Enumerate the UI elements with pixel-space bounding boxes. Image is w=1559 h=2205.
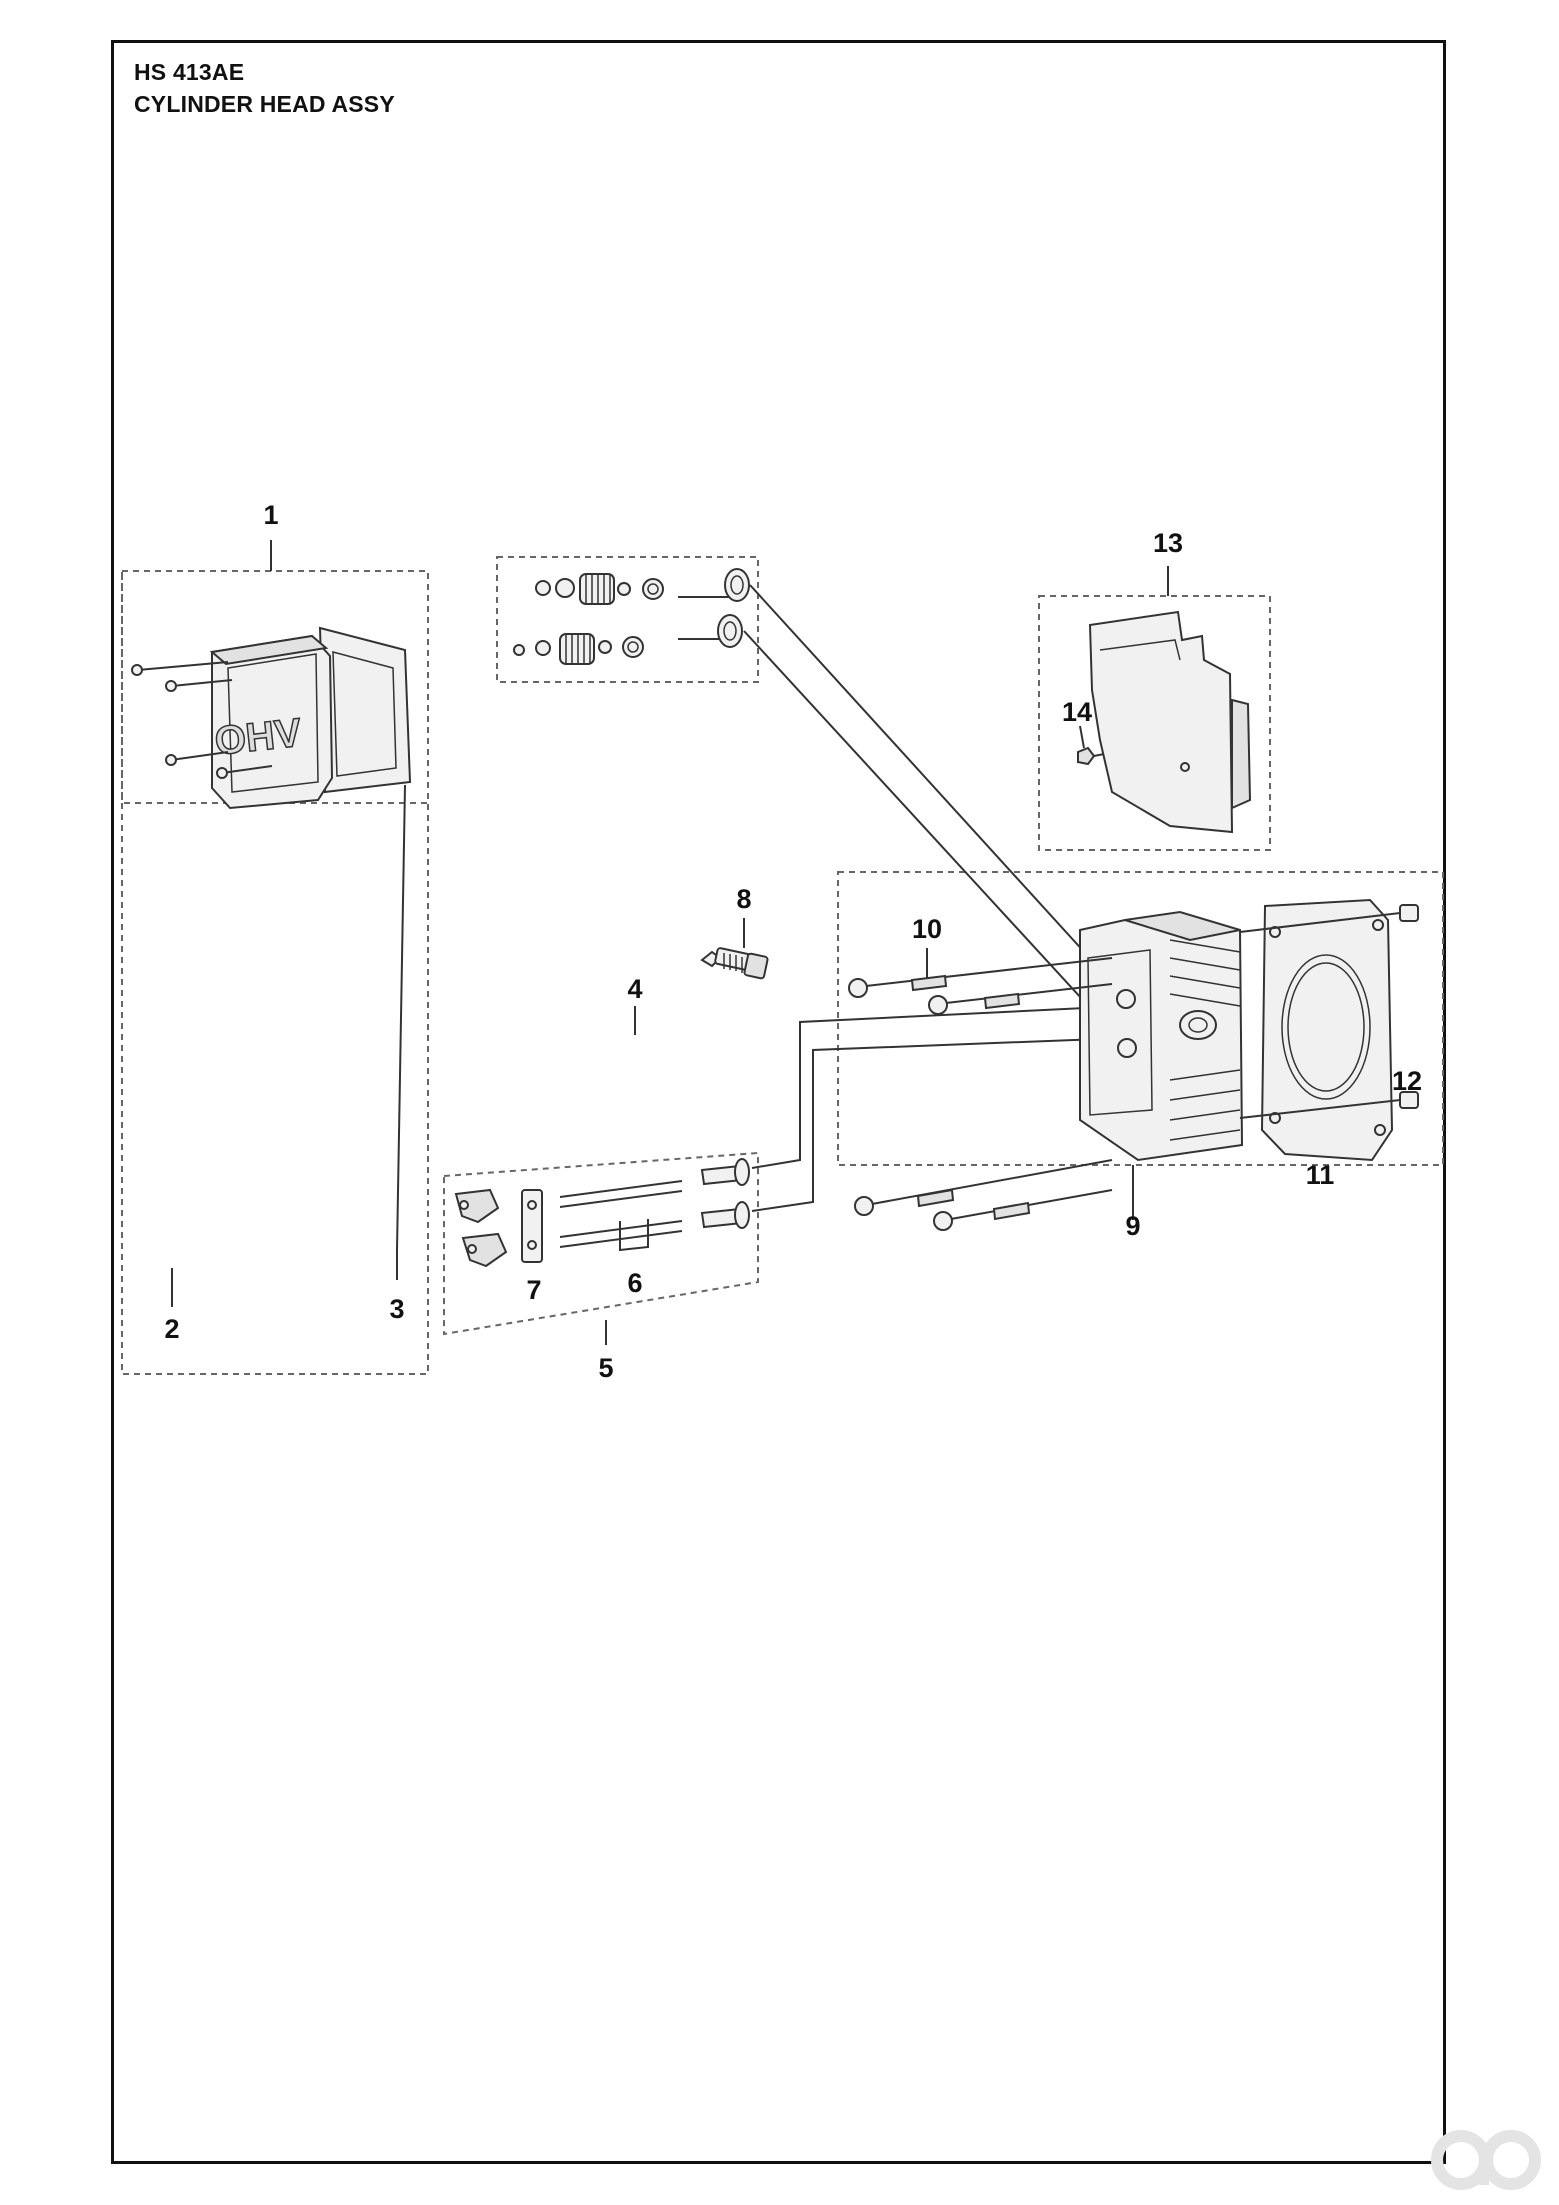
callout-4-label: 4 — [627, 974, 642, 1004]
callout-2: 2 — [164, 1314, 179, 1344]
diagram-frame: HS 413AE CYLINDER HEAD ASSY — [111, 40, 1446, 2164]
callout-5: 5 — [598, 1353, 613, 1383]
group-box-valve-train — [496, 556, 759, 683]
group-box-valve-cover-assy-main — [121, 570, 429, 1375]
callout-labels: 1 2 3 4 4 5 6 7 8 9 10 11 12 13 14 — [164, 500, 1422, 1383]
valve-spring-assembly — [513, 568, 750, 665]
callout-14: 14 — [1062, 697, 1092, 727]
callout-13: 13 — [1153, 528, 1183, 558]
rocker-arm-assembly — [454, 1158, 750, 1268]
page-title: CYLINDER HEAD ASSY — [134, 91, 395, 117]
spark-plug — [700, 947, 769, 980]
heat-shield — [1077, 610, 1252, 834]
callout-6: 6 — [627, 1268, 642, 1298]
callout-12: 12 — [1392, 1066, 1422, 1096]
callout-11: 11 — [1306, 1160, 1335, 1190]
callout-leaders — [171, 540, 1169, 1345]
callout-8: 8 — [736, 884, 751, 914]
callout-3: 3 — [389, 1294, 404, 1324]
group-box-cylinder-head — [837, 871, 1444, 1166]
callout-7: 7 — [526, 1275, 541, 1305]
callout-9: 9 — [1125, 1211, 1140, 1241]
group-box-rocker-arms — [443, 1151, 759, 1336]
valve-cover: OHV — [131, 626, 412, 810]
watermark-logo-icon — [1431, 2130, 1541, 2190]
callout-10: 10 — [912, 914, 942, 944]
model-number: HS 413AE — [134, 59, 245, 85]
group-box-heat-shield — [1038, 595, 1271, 851]
callout-1: 1 — [263, 500, 278, 530]
cylinder-head-assembly — [743, 584, 1419, 1231]
ohv-logo-text: OHV — [213, 711, 304, 764]
